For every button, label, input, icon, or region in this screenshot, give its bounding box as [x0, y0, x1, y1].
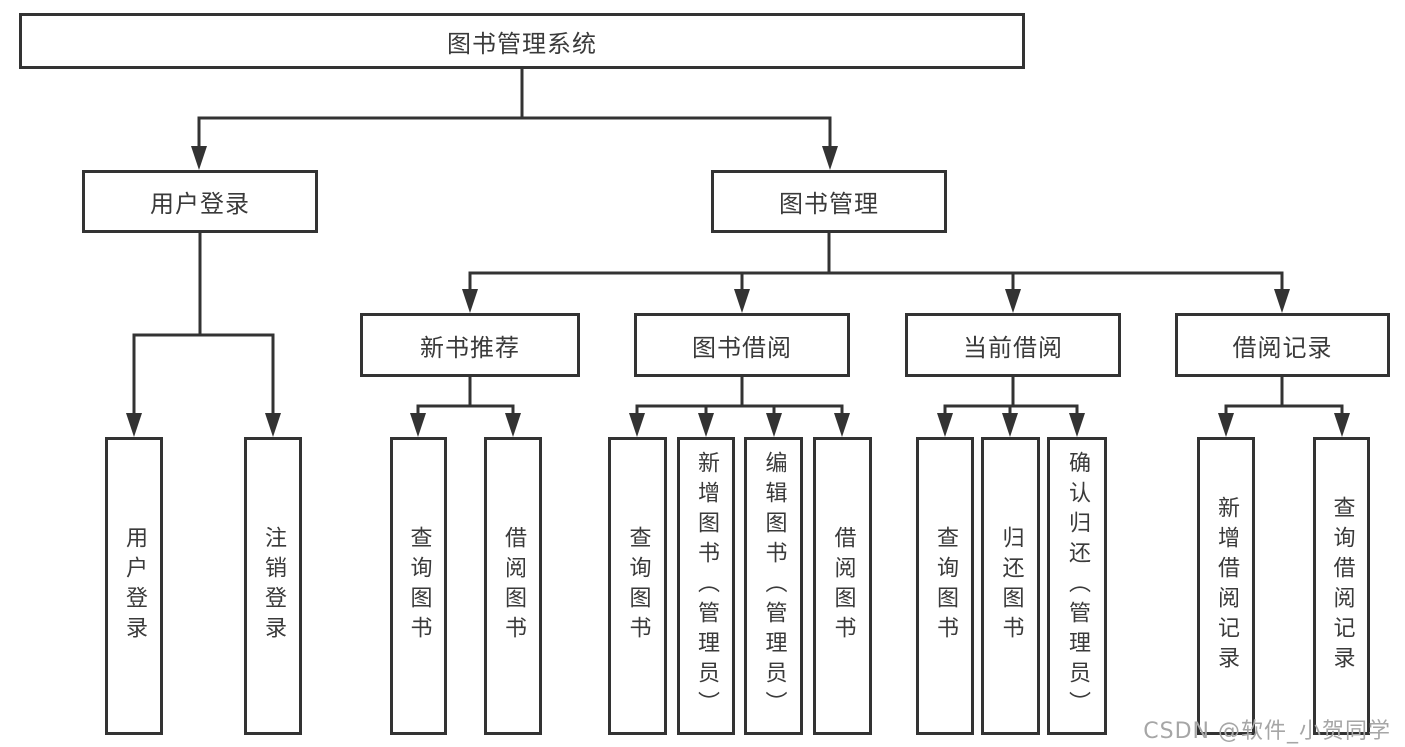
leaf-edit-book-admin: 编辑图书（管理员）	[744, 437, 803, 735]
leaf-add-book-admin: 新增图书（管理员）	[677, 437, 735, 735]
leaf-query-book-borrow: 查询图书	[608, 437, 667, 735]
leaf-borrow-book-recommend: 借阅图书	[484, 437, 542, 735]
leaf-borrow-book: 借阅图书	[813, 437, 872, 735]
leaf-logout: 注销登录	[244, 437, 302, 735]
node-new-book-recommend: 新书推荐	[360, 313, 580, 377]
node-current-borrow: 当前借阅	[905, 313, 1121, 377]
leaf-return-book: 归还图书	[981, 437, 1040, 735]
leaf-user-login: 用户登录	[105, 437, 163, 735]
leaf-query-borrow-record: 查询借阅记录	[1313, 437, 1370, 735]
csdn-watermark: CSDN @软件_小贺同学	[1143, 719, 1391, 744]
leaf-confirm-return-admin: 确认归还（管理员）	[1047, 437, 1107, 735]
node-user-login: 用户登录	[82, 170, 318, 233]
node-root-title: 图书管理系统	[19, 13, 1025, 69]
leaf-add-borrow-record: 新增借阅记录	[1197, 437, 1255, 735]
node-book-borrow: 图书借阅	[634, 313, 850, 377]
node-borrow-records: 借阅记录	[1175, 313, 1390, 377]
node-book-management: 图书管理	[711, 170, 947, 233]
leaf-query-book-recommend: 查询图书	[390, 437, 447, 735]
leaf-query-book-current: 查询图书	[916, 437, 974, 735]
